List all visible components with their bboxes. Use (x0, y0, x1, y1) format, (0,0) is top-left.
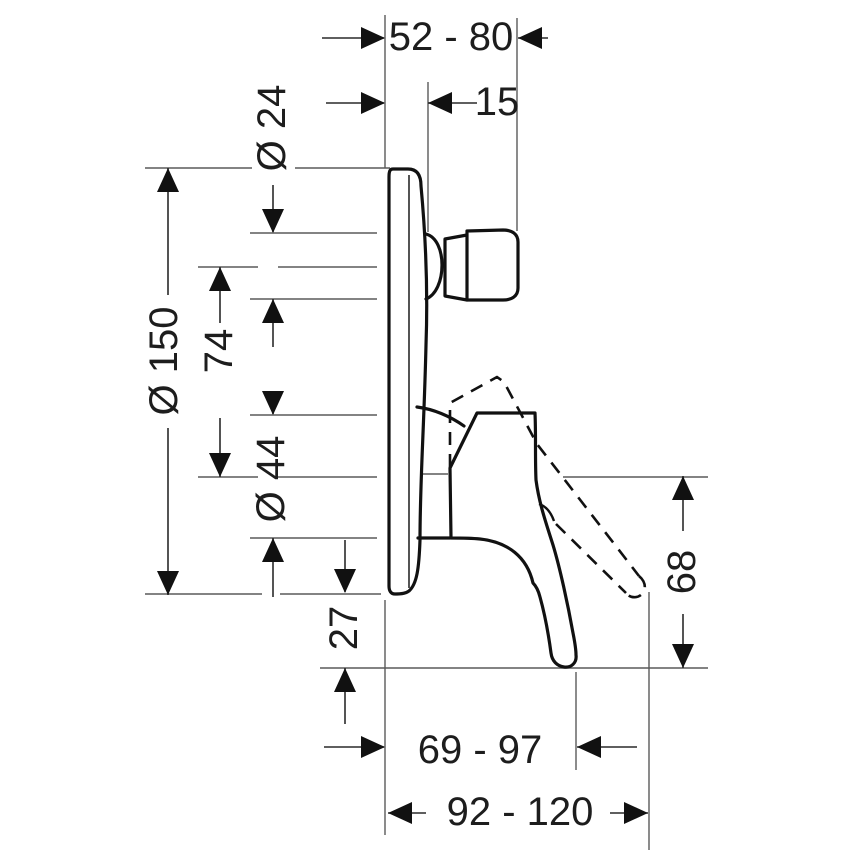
knob-cylinder (443, 233, 469, 302)
dim-lever-travel: 68 (660, 476, 704, 668)
arrowhead (577, 736, 601, 758)
fixture (387, 167, 647, 669)
dim-label-lever-travel: 68 (660, 550, 704, 595)
dim-label-plate-edge-to-lever-tip: 27 (322, 606, 366, 651)
escutcheon-plate (387, 167, 429, 596)
arrowhead (428, 92, 452, 114)
arrowhead (518, 27, 542, 49)
dim-plate-edge-to-lever-tip: 27 (322, 540, 366, 724)
dim-lever-base-diameter: Ø 44 (249, 391, 293, 597)
raised-lever-tip-dashed (623, 575, 647, 599)
arrowhead (209, 453, 231, 477)
dim-label-knob-diameter: Ø 24 (250, 85, 294, 172)
arrowhead (672, 476, 694, 500)
dim-plate-diameter: Ø 150 (142, 168, 186, 595)
dim-reach-lever-up: 92 - 120 (388, 790, 648, 834)
dim-reach-lever-down: 69 - 97 (324, 728, 637, 772)
dim-label-lever-base-diameter: Ø 44 (249, 436, 293, 523)
raised-handle-dashed (448, 375, 641, 577)
arrowhead (361, 92, 385, 114)
arrowhead (157, 571, 179, 595)
dim-knob-diameter: Ø 24 (250, 85, 294, 347)
arrowhead (388, 802, 412, 824)
extension-lines (145, 15, 708, 850)
arrowhead (334, 668, 356, 692)
raised-lever-lower-dashed (555, 523, 627, 594)
dim-label-knob-to-lever-axis: 74 (197, 329, 241, 374)
dim-wall-to-knob-face: 52 - 80 (322, 15, 548, 59)
lever-ridge (538, 502, 556, 522)
arrowhead (157, 168, 179, 192)
knob-neck (424, 232, 444, 301)
dim-knob-to-lever-axis: 74 (197, 267, 241, 477)
arrowhead (624, 802, 648, 824)
dim-label-wall-to-knob-face: 52 - 80 (389, 15, 514, 59)
arrowhead (361, 736, 385, 758)
arrowhead (672, 644, 694, 668)
dim-label-reach-lever-down: 69 - 97 (418, 728, 543, 772)
dim-label-plate-depth: 15 (475, 80, 520, 124)
arrowhead (262, 538, 284, 562)
arrowhead (334, 569, 356, 593)
arrowhead (209, 267, 231, 291)
arrowhead (262, 209, 284, 233)
knob-cap (465, 228, 520, 302)
arrowhead (262, 391, 284, 415)
dim-label-plate-diameter: Ø 150 (142, 307, 186, 416)
arrowhead (361, 27, 385, 49)
handle-stem-arc (415, 405, 466, 428)
handle-grip-lever (448, 411, 578, 669)
dim-plate-depth: 15 (326, 80, 519, 124)
arrowhead (262, 299, 284, 323)
dim-label-reach-lever-up: 92 - 120 (447, 790, 594, 834)
